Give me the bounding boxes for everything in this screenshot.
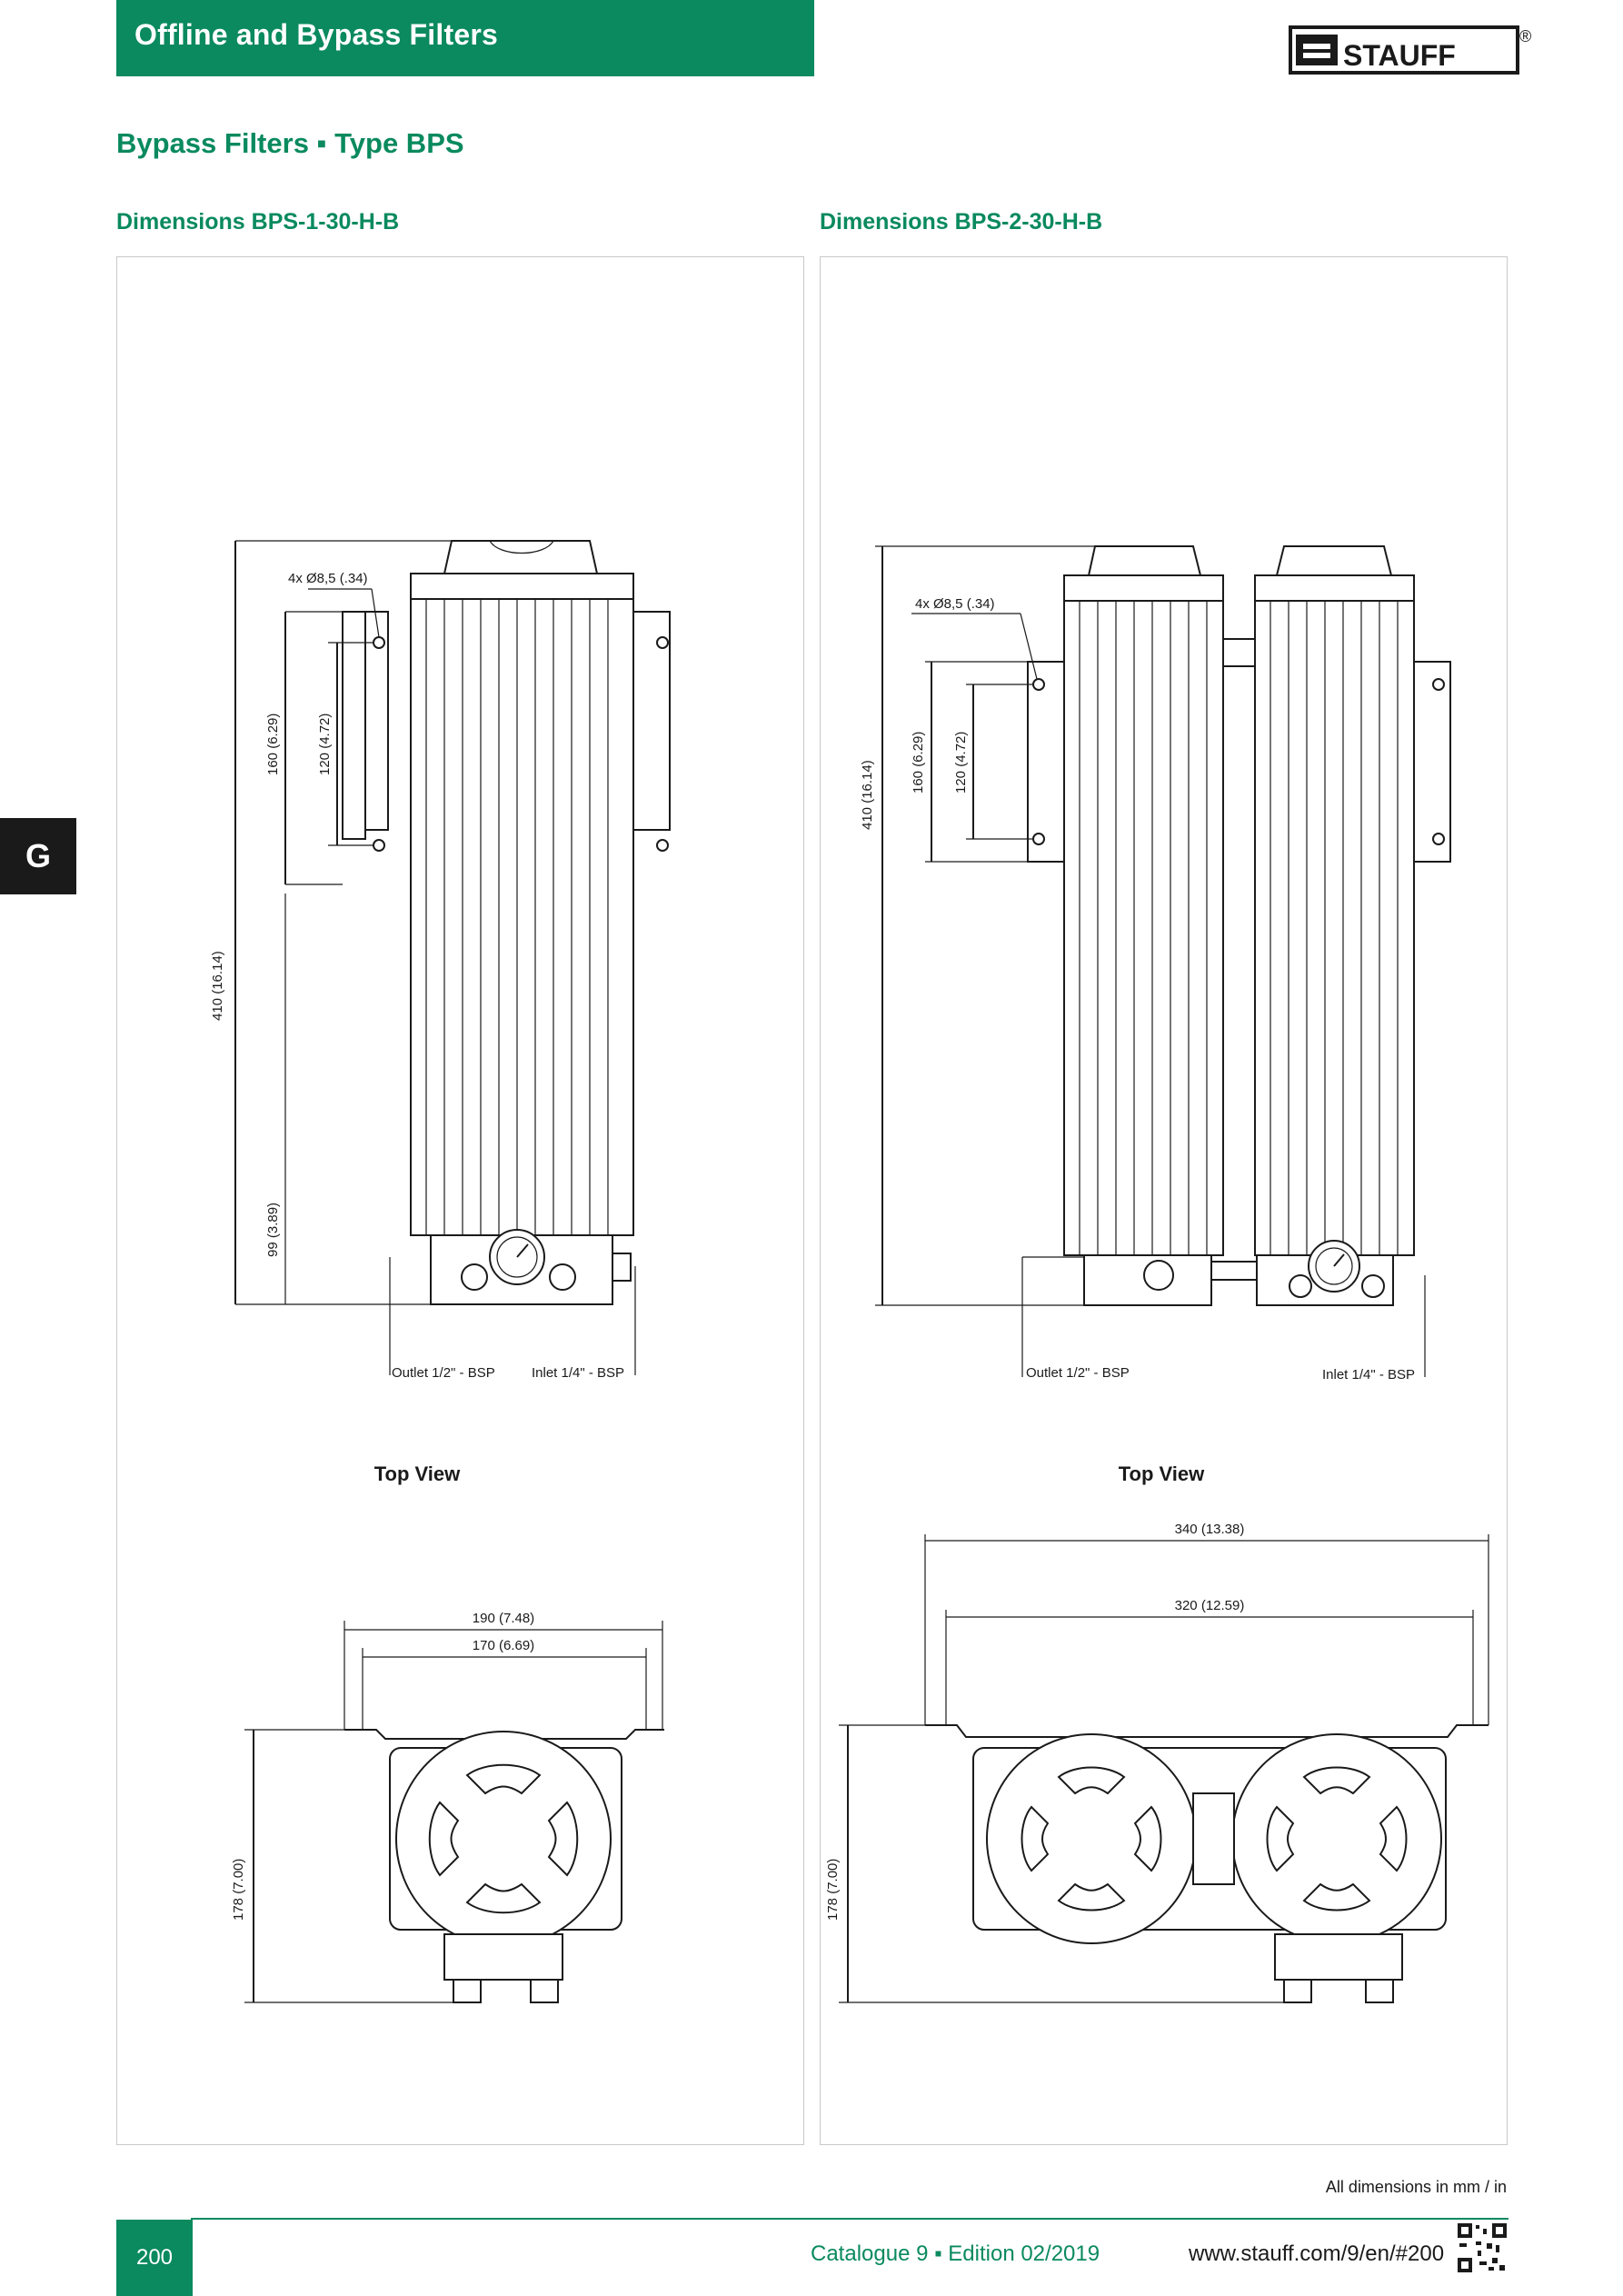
page-number: 200 [116, 2220, 193, 2296]
dimensions-note: All dimensions in mm / in [1325, 2178, 1507, 2196]
header-bar: Offline and Bypass Filters [116, 0, 814, 76]
bps2-dim-320: 320 (12.59) [1175, 1598, 1245, 1613]
left-panel-title: Dimensions BPS-1-30-H-B [116, 209, 400, 235]
bps2-front-dimensions: 410 (16.14) 160 (6.29) 120 (4.72) 4x Ø8,… [860, 545, 1426, 1383]
bps2-outlet-label: Outlet 1/2" - BSP [1026, 1365, 1130, 1381]
bps1-outlet-label: Outlet 1/2" - BSP [392, 1365, 495, 1381]
bps2-dim-160: 160 (6.29) [911, 732, 926, 794]
bps2-inlet-label: Inlet 1/4" - BSP [1322, 1367, 1415, 1383]
bps1-dim-190: 190 (7.48) [473, 1611, 534, 1626]
qr-code-icon[interactable] [1456, 2221, 1508, 2274]
logo-registered-mark: ® [1519, 27, 1531, 45]
bps1-front-view [342, 540, 671, 1305]
footer-divider [191, 2218, 1508, 2220]
bps1-dim-178: 178 (7.00) [231, 1859, 246, 1921]
stauff-logo: STAUFF ® [1289, 25, 1531, 75]
bps2-dim-120: 120 (4.72) [953, 732, 969, 794]
catalogue-edition: Catalogue 9 ▪ Edition 02/2019 [811, 2241, 1100, 2266]
website-link[interactable]: www.stauff.com/9/en/#200 [1189, 2241, 1445, 2266]
bps1-inlet-label: Inlet 1/4" - BSP [532, 1365, 624, 1381]
section-title: Bypass Filters ▪ Type BPS [116, 127, 464, 159]
bps2-top-view: 340 (13.38) 320 (12.59) 178 (7.00) [825, 1522, 1489, 2003]
bps1-dim-120: 120 (4.72) [317, 714, 333, 775]
chapter-tab: G [0, 818, 76, 894]
bps2-dim-178: 178 (7.00) [825, 1859, 841, 1921]
bps1-dim-160: 160 (6.29) [265, 714, 281, 775]
right-drawing-panel: 410 (16.14) 160 (6.29) 120 (4.72) 4x Ø8,… [820, 256, 1508, 2145]
bps2-dim-410: 410 (16.14) [860, 760, 875, 830]
bps2-dim-holes: 4x Ø8,5 (.34) [915, 596, 995, 612]
header-title: Offline and Bypass Filters [134, 18, 498, 51]
bps1-dim-99: 99 (3.89) [265, 1203, 281, 1257]
left-drawing-panel: 410 (16.14) 160 (6.29) 120 (4.72) 99 (3.… [116, 256, 804, 2145]
right-panel-title: Dimensions BPS-2-30-H-B [820, 209, 1103, 235]
bps1-dim-holes: 4x Ø8,5 (.34) [288, 571, 368, 586]
bps1-top-view-title: Top View [374, 1462, 461, 1485]
bps1-top-view: 190 (7.48) 170 (6.69) 178 (7.00) [231, 1611, 664, 2003]
bps2-drawing: 410 (16.14) 160 (6.29) 120 (4.72) 4x Ø8,… [825, 545, 1489, 2003]
bps1-front-dimensions: 410 (16.14) 160 (6.29) 120 (4.72) 99 (3.… [210, 540, 636, 1381]
bps2-dim-340: 340 (13.38) [1175, 1522, 1245, 1537]
bps2-top-view-title: Top View [1119, 1462, 1205, 1485]
logo-text: STAUFF [1343, 39, 1456, 72]
bps1-dim-410: 410 (16.14) [210, 951, 225, 1021]
bps1-dim-170: 170 (6.69) [473, 1638, 534, 1653]
bps1-drawing: 410 (16.14) 160 (6.29) 120 (4.72) 99 (3.… [210, 540, 671, 2003]
bps2-front-view [1027, 545, 1451, 1306]
